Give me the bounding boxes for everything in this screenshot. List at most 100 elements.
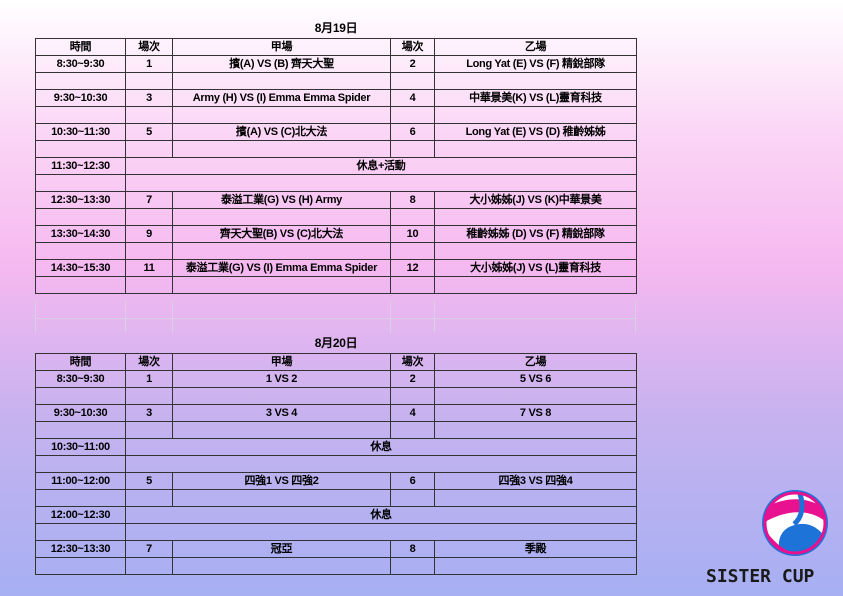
header-match-no: 場次 [125,38,173,56]
spacer-cell [35,72,126,90]
spacer-cell [172,557,391,575]
spacer-cell [35,387,126,405]
time-slot: 10:30~11:30 [35,123,126,141]
court-a-match: 冠亞 [172,540,391,558]
spacer-cell [172,242,391,260]
spacer-row [35,523,638,541]
court-a-match: 泰溢工業(G) VS (H) Army [172,191,391,209]
spacer-cell [172,421,391,439]
spacer-cell [390,276,435,294]
court-a-match: 齊天大聖(B) VS (C)北大法 [172,225,391,243]
brand-name: SISTER CUP [706,566,815,587]
spacer-cell [125,72,173,90]
spacer-cell [35,489,126,507]
court-b-match-no: 4 [390,404,435,422]
spacer-cell [390,242,435,260]
court-b-match: 7 VS 8 [433,404,638,422]
spacer-cell [125,208,173,226]
court-a-match-no: 7 [125,191,173,209]
court-b-match-no: 2 [390,55,435,73]
time-slot: 9:30~10:30 [35,89,126,107]
spacer-cell [35,140,126,158]
spacer-cell [433,106,638,124]
volleyball-logo-icon [762,490,828,556]
spacer-cell [433,72,638,90]
spacer-cell [125,106,173,124]
court-a-match-no: 11 [125,259,173,277]
spacer-cell [35,523,126,541]
court-a-match-no: 7 [125,540,173,558]
spacer-row [35,421,638,439]
spacer-cell [390,387,435,405]
time-slot: 9:30~10:30 [35,404,126,422]
spacer-row [35,140,638,158]
court-a-match: 四強1 VS 四強2 [172,472,391,490]
spacer-cell [125,242,173,260]
court-b-match-no: 6 [390,123,435,141]
court-b-match-no: 6 [390,472,435,490]
court-b-match: 中華景美(K) VS (L)靈育科技 [433,89,638,107]
spacer-row [35,208,638,226]
spacer-cell [35,106,126,124]
court-b-match: 大小姊姊(J) VS (L)靈育科技 [433,259,638,277]
court-b-match: 5 VS 6 [433,370,638,388]
spacer-cell [172,106,391,124]
spacer-cell [125,557,173,575]
spacer-cell [125,276,173,294]
spacer-row [35,455,638,473]
break-label: 休息 [124,506,638,524]
spacer-cell [433,276,638,294]
header-court-a: 甲場 [172,353,391,371]
header-court-b: 乙場 [433,38,638,56]
court-a-match-no: 9 [125,225,173,243]
time-slot: 10:30~11:00 [35,438,126,456]
time-slot: 8:30~9:30 [35,370,126,388]
header-court-b: 乙場 [433,353,638,371]
spacer-row [35,387,638,405]
header-time: 時間 [35,353,126,371]
spacer-cell [390,140,435,158]
court-b-match: Long Yat (E) VS (F) 精銳部隊 [433,55,638,73]
court-b-match: 四強3 VS 四強4 [433,472,638,490]
spacer-cell [390,421,435,439]
court-b-match-no: 10 [390,225,435,243]
spacer-cell [125,489,173,507]
court-a-match-no: 3 [125,404,173,422]
spacer-cell [433,208,638,226]
court-b-match: 大小姊姊(J) VS (K)中華景美 [433,191,638,209]
time-slot: 14:30~15:30 [35,259,126,277]
spacer-cell [35,276,126,294]
spacer-cell [125,421,173,439]
spacer-cell [124,174,638,192]
spacer-cell [433,140,638,158]
header-row: 時間場次甲場場次乙場 [35,38,638,56]
table-spacer [35,301,636,333]
spacer-cell [125,387,173,405]
time-slot: 11:00~12:00 [35,472,126,490]
spacer-cell [433,242,638,260]
spacer-cell [35,208,126,226]
spacer-cell [172,72,391,90]
time-slot: 12:30~13:30 [35,540,126,558]
header-match-no: 場次 [125,353,173,371]
time-slot: 12:30~13:30 [35,191,126,209]
spacer-cell [433,557,638,575]
spacer-cell [172,489,391,507]
header-match-no: 場次 [390,353,435,371]
court-a-match-no: 1 [125,55,173,73]
spacer-row [35,489,638,507]
court-b-match-no: 8 [390,540,435,558]
spacer-cell [172,387,391,405]
spacer-cell [35,421,126,439]
